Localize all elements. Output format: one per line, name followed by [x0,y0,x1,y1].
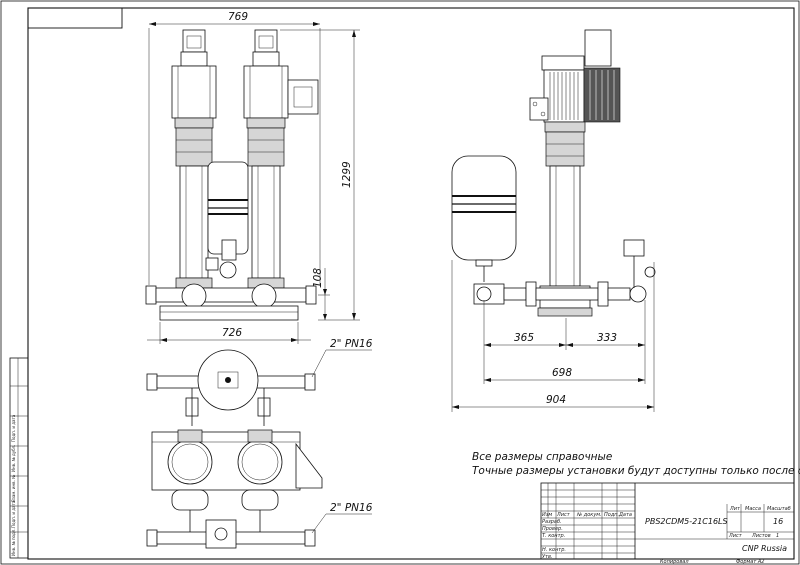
tb-col-izm: Изм [542,512,552,518]
dim-front-width: 769 [228,11,248,23]
stamp-label: Взам. инв. № [11,475,16,502]
tb-col-date: Дата [618,512,632,518]
tb-scale-header: Масштаб [767,506,791,512]
callout-bottom: 2" PN16 [330,502,373,514]
pump-housings-plan [151,429,323,511]
manifold-front [145,283,317,321]
tb-col-list: Лист [556,512,571,518]
tb-col-doc: № докум. [576,512,602,518]
tb-row-prover: Провер. [542,526,563,532]
tb-row-utv: Утв. [542,554,553,560]
tb-sheet-label: Лист [728,533,743,539]
side-stamp-strip: Инв. № подл. Подп. и дата Взам. инв. № И… [9,357,29,559]
dim-side-total: 698 [552,367,572,379]
dimensions-front: 769 1299 108 726 [147,11,360,344]
tb-col-sign: Подп. [604,512,619,518]
stamp-label: Инв. № подл. [11,528,16,556]
manifold-side [473,239,656,307]
tb-format: Формат А2 [736,559,764,565]
side-view: 365 333 698 904 [451,29,656,412]
stamp-label: Инв. № дубл. [11,445,16,472]
tb-row-nkontr: Н. контр. [542,547,566,553]
front-view: 769 1299 108 726 [145,11,360,344]
note-line-2: Точные размеры установки будут доступны … [472,465,800,477]
inlet-callouts: 2" PN16 2" PN16 [311,338,373,534]
dim-manifold-height: 108 [312,268,324,288]
lower-manifold-plan [146,510,316,549]
callout-top: 2" PN16 [330,338,373,350]
dim-side-overall: 904 [546,394,566,406]
note-line-1: Все размеры справочные [472,451,612,463]
tb-row-razrab: Разраб. [542,519,562,525]
tb-lit-header: Лит [729,506,741,512]
pump-side [529,29,621,317]
tb-sheets-value: 1 [776,533,779,539]
tb-copied: Копировал [660,559,689,565]
tb-company: CNP Russia [742,544,787,553]
tb-scale-value: 16 [773,517,783,526]
expansion-tank-side [451,155,517,282]
dim-side-left: 365 [514,332,534,344]
title-block: Изм Лист № докум. Подп. Дата Разраб. Про… [540,482,795,565]
pump-front-left [171,29,217,289]
stamp-label: Подп. и дата [11,500,16,528]
pump-front-right [243,29,319,289]
plan-view: 2" PN16 2" PN16 [146,338,373,549]
upper-manifold-plan [146,349,316,426]
tb-mass-header: Масса [745,506,761,512]
tb-sheets-label: Листов [751,533,771,539]
dim-front-height: 1299 [341,161,353,188]
dim-side-right: 333 [597,332,617,344]
top-left-stamp-box [27,7,123,29]
tb-row-tkontr: Т. контр. [542,533,565,539]
tb-designation: PBS2CDM5-21C16LS [645,517,728,526]
dim-base-width: 726 [222,327,242,339]
drawing-frame [27,7,795,560]
dimensions-side: 365 333 698 904 [451,260,655,412]
expansion-tank-front [205,161,249,279]
stamp-label: Подп. и дата [11,414,16,442]
